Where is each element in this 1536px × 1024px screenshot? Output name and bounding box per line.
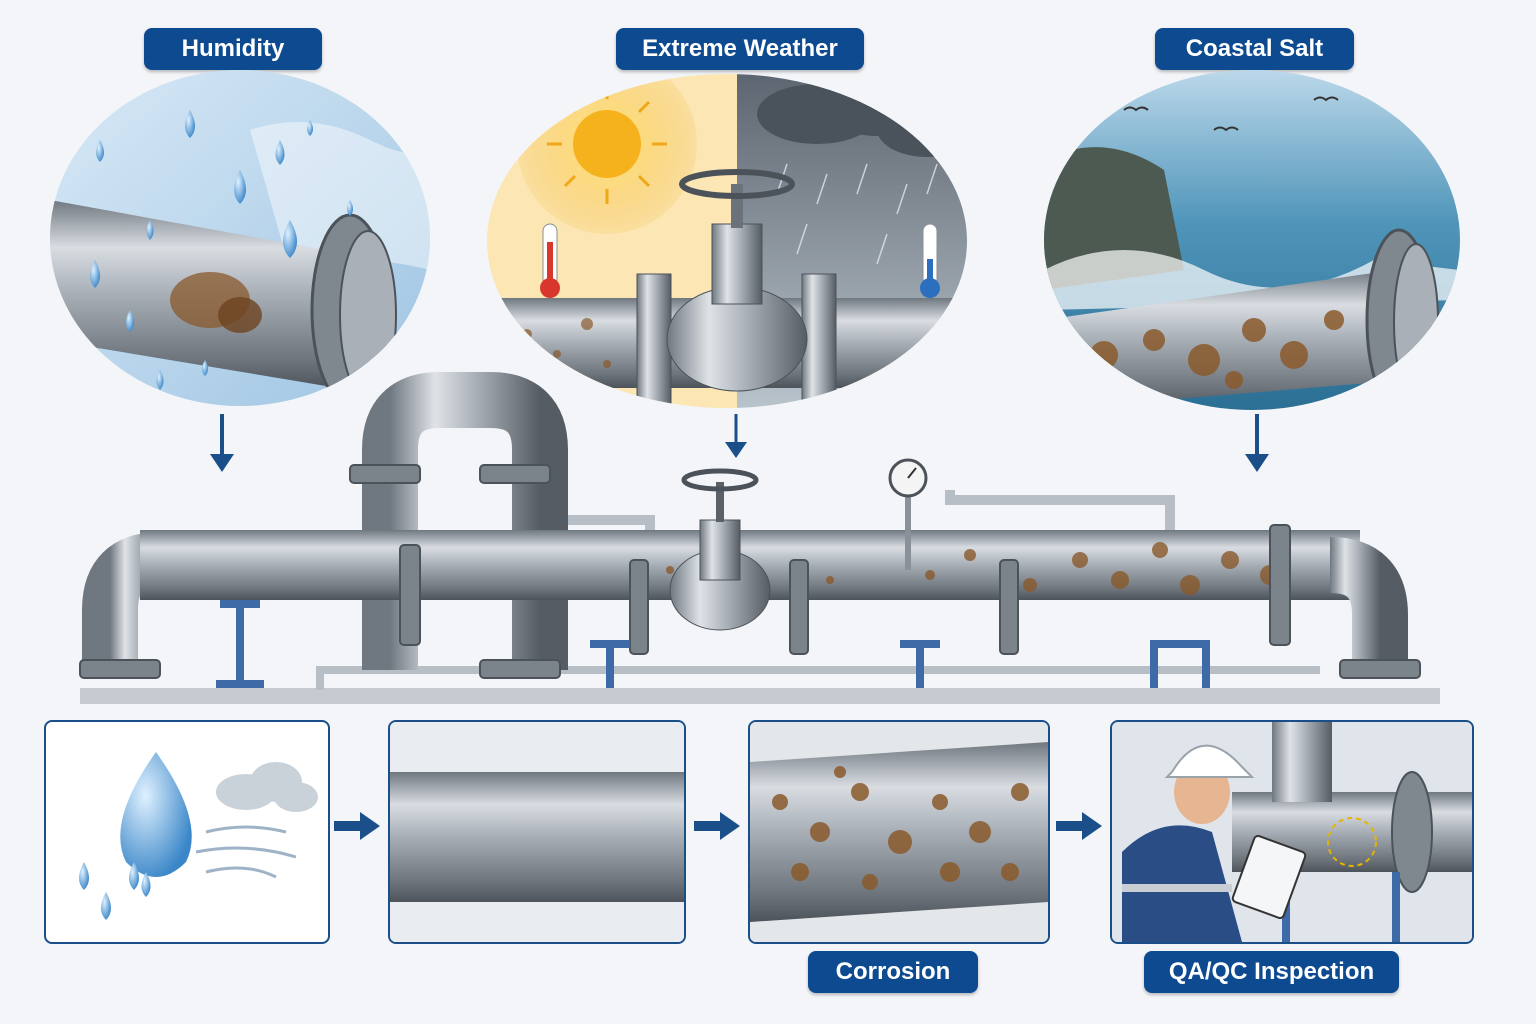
clean-pipe-panel bbox=[388, 720, 686, 944]
arrow-down-coastal bbox=[1245, 414, 1269, 472]
arrow-down-humidity bbox=[210, 414, 234, 472]
corrosion-label: Corrosion bbox=[808, 951, 978, 993]
arrow-right-2 bbox=[694, 812, 740, 840]
humidity-scene bbox=[50, 70, 430, 406]
clipboard-icon bbox=[1231, 835, 1307, 919]
extreme-weather-scene bbox=[487, 74, 967, 408]
water-drop-icon bbox=[120, 752, 192, 877]
humidity-label: Humidity bbox=[144, 28, 322, 70]
cloud-icon bbox=[216, 762, 318, 812]
coastal-salt-label: Coastal Salt bbox=[1155, 28, 1354, 70]
arrow-right-1 bbox=[334, 812, 380, 840]
extreme-weather-label: Extreme Weather bbox=[616, 28, 864, 70]
arrow-right-3 bbox=[1056, 812, 1102, 840]
wind-icon bbox=[195, 825, 297, 879]
corroded-pipe-panel bbox=[748, 720, 1050, 944]
main-pipeline bbox=[79, 372, 1440, 704]
inspector-figure bbox=[1122, 744, 1307, 942]
moisture-panel bbox=[44, 720, 330, 944]
qa-qc-inspection-label: QA/QC Inspection bbox=[1144, 951, 1399, 993]
hard-hat-icon bbox=[1164, 744, 1255, 778]
arrow-down-weather bbox=[725, 414, 747, 458]
inspection-panel bbox=[1110, 720, 1474, 944]
coastal-salt-scene bbox=[1044, 70, 1460, 410]
